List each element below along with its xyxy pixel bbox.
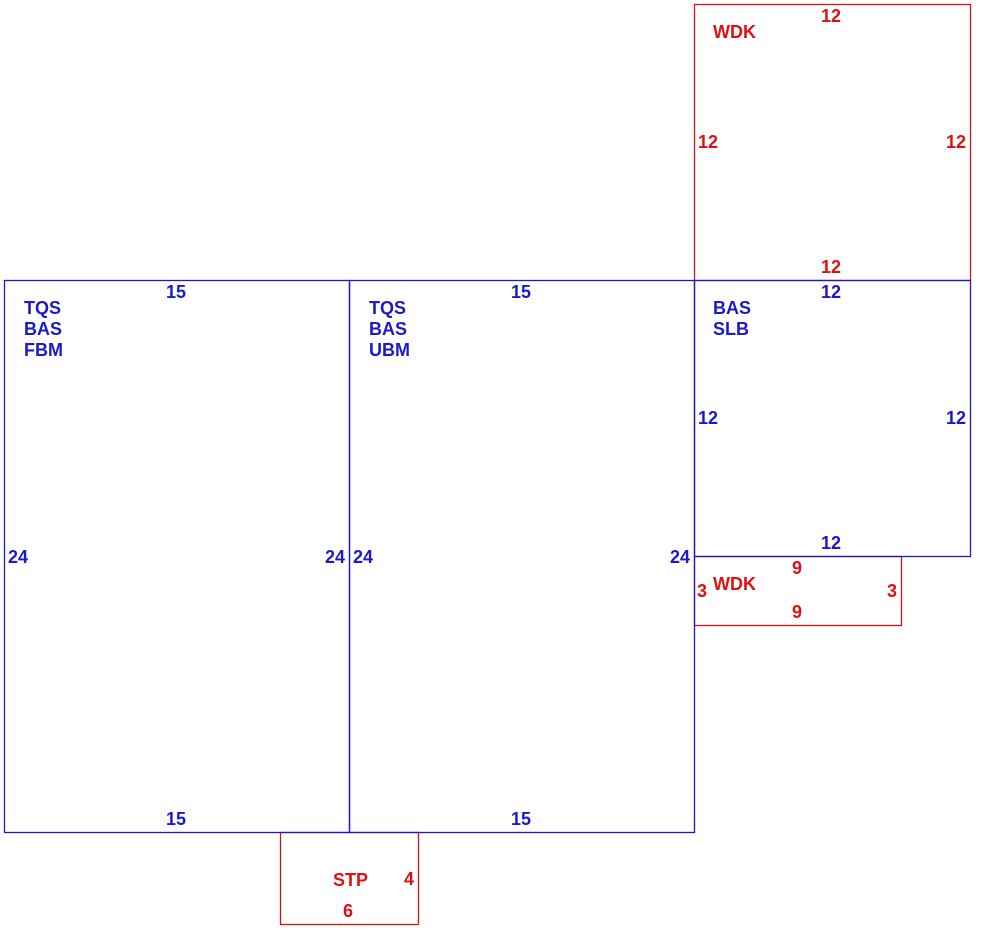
right-room-outline xyxy=(693,279,972,558)
left-room-outline xyxy=(3,279,351,834)
right-room-top-dim: 12 xyxy=(821,282,841,302)
right-room-bottom-dim: 12 xyxy=(821,533,841,553)
lower-deck-right-dim: 3 xyxy=(887,581,897,601)
left-room-top-dim: 15 xyxy=(166,282,186,302)
right-room-code-1: BAS xyxy=(713,298,751,318)
left-room-code-2: BAS xyxy=(24,319,62,339)
lower-deck-left-dim: 3 xyxy=(697,581,707,601)
middle-room-left-dim: 24 xyxy=(353,547,373,567)
upper-deck-outline xyxy=(693,3,972,282)
lower-deck-code: WDK xyxy=(713,574,756,594)
lower-deck-bottom-dim: 9 xyxy=(792,602,802,622)
upper-deck-bottom-dim: 12 xyxy=(821,257,841,277)
lower-deck-top-dim: 9 xyxy=(792,558,802,578)
upper-deck-left-dim: 12 xyxy=(698,132,718,152)
right-room-right-dim: 12 xyxy=(946,408,966,428)
right-room-left-dim: 12 xyxy=(698,408,718,428)
stoop-code: STP xyxy=(333,870,368,890)
middle-room-code-2: BAS xyxy=(369,319,407,339)
stoop-bottom-dim: 6 xyxy=(343,901,353,921)
middle-room-outline xyxy=(348,279,696,834)
left-room-right-dim: 24 xyxy=(325,547,345,567)
middle-room-code-3: UBM xyxy=(369,340,410,360)
left-room-code-3: FBM xyxy=(24,340,63,360)
left-room-code-1: TQS xyxy=(24,298,61,318)
middle-room-right-dim: 24 xyxy=(670,547,690,567)
middle-room-bottom-dim: 15 xyxy=(511,809,531,829)
right-room-code-2: SLB xyxy=(713,319,749,339)
upper-deck-right-dim: 12 xyxy=(946,132,966,152)
middle-room-code-1: TQS xyxy=(369,298,406,318)
upper-deck-top-dim: 12 xyxy=(821,6,841,26)
left-room-left-dim: 24 xyxy=(8,547,28,567)
middle-room-top-dim: 15 xyxy=(511,282,531,302)
left-room-bottom-dim: 15 xyxy=(166,809,186,829)
stoop-right-dim: 4 xyxy=(404,869,414,889)
upper-deck-code: WDK xyxy=(713,22,756,42)
